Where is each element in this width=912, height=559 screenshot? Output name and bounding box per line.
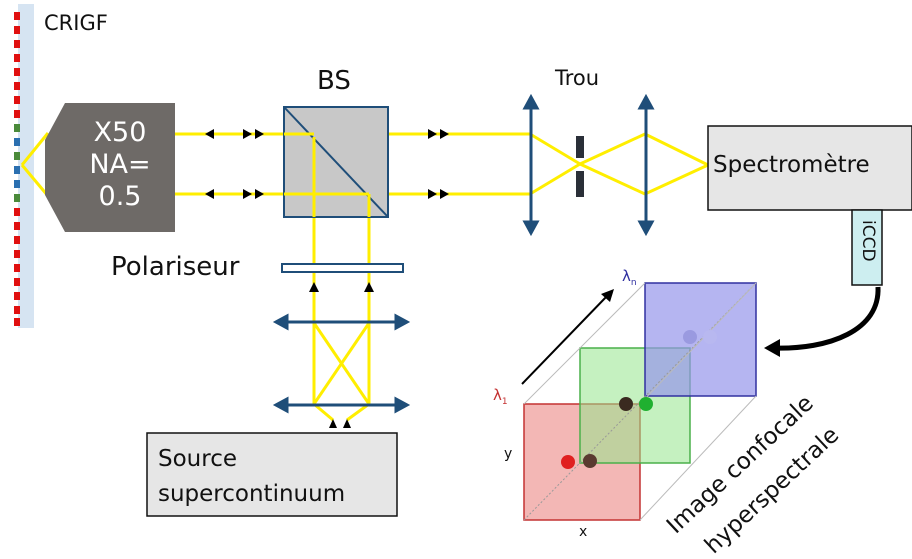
objective-na-label: NA= — [89, 149, 151, 180]
beam-direction-arrows — [205, 129, 449, 428]
grating-stripes — [14, 12, 20, 326]
focus-beam — [20, 132, 50, 197]
lens-2 — [637, 93, 655, 237]
lens-1 — [522, 93, 540, 237]
iccd-label: iCCD — [858, 220, 878, 262]
axis-x-label: x — [579, 524, 588, 540]
objective-lens — [45, 103, 175, 232]
pinhole — [576, 136, 584, 197]
beamsplitter-cube — [283, 106, 389, 218]
lambda-1-label: λ1 — [493, 386, 508, 407]
source-label-line1: Source — [158, 446, 237, 472]
optical-setup-diagram: CRIGF BS Trou Polariseur X50 NA= 0.5 Spe… — [14, 4, 912, 559]
source-label-line2: supercontinuum — [158, 481, 346, 507]
objective-na-value: 0.5 — [98, 181, 142, 212]
beamsplitter-label: BS — [317, 66, 351, 96]
lens-3 — [272, 313, 411, 331]
objective-magnification: X50 — [93, 117, 147, 148]
axis-y-label: y — [504, 446, 513, 462]
output-arrowhead — [764, 339, 780, 357]
sample-substrate — [18, 4, 34, 328]
lambda-n-label: λn — [622, 267, 637, 288]
pinhole-label: Trou — [555, 66, 600, 90]
source-box — [146, 432, 398, 517]
sample-label: CRIGF — [44, 11, 108, 35]
polariser — [281, 263, 404, 273]
hyperspectral-cube — [521, 282, 757, 521]
diagram-canvas — [14, 4, 912, 521]
lens-4 — [272, 396, 411, 414]
iccd-box — [851, 209, 883, 286]
spectrometer-label: Spectromètre — [713, 152, 870, 178]
spectrometer-box — [707, 125, 912, 211]
beams-in-cube — [284, 132, 371, 217]
polariser-label: Polariseur — [111, 252, 240, 282]
output-arrow — [771, 286, 881, 351]
